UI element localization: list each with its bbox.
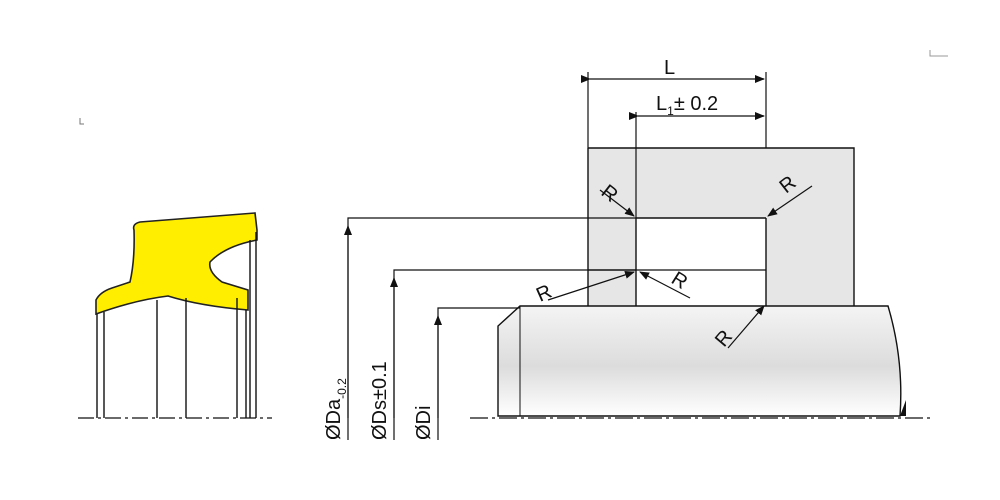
housing-left-section (588, 148, 636, 306)
corner-mark-top-right (929, 50, 948, 57)
radius-label-mid-left: R (533, 281, 555, 307)
diameter-dimensions (344, 217, 636, 440)
dimension-L-label: L (664, 57, 675, 79)
dimension-L1-label: L1± 0.2 (656, 93, 718, 118)
seal-profile (95, 212, 258, 316)
dia-Di-label: ØDi (413, 406, 435, 440)
rod (497, 305, 902, 417)
dimension-L (581, 72, 767, 148)
seal-groove (636, 218, 766, 306)
dia-Da-label: ØDa-0.2 (323, 378, 349, 440)
dimension-L1 (629, 112, 765, 218)
dia-Ds-label: ØDs±0.1 (369, 361, 391, 440)
housing-top-section (636, 148, 766, 218)
housing-right-section (766, 148, 854, 306)
housing-view: L L1± 0.2 R R R R R ØDa-0.2 (323, 57, 930, 440)
corner-mark-left (79, 118, 84, 125)
seal-profile-view (78, 212, 272, 419)
rod-end-mark (900, 400, 906, 416)
radius-callouts (547, 185, 813, 349)
